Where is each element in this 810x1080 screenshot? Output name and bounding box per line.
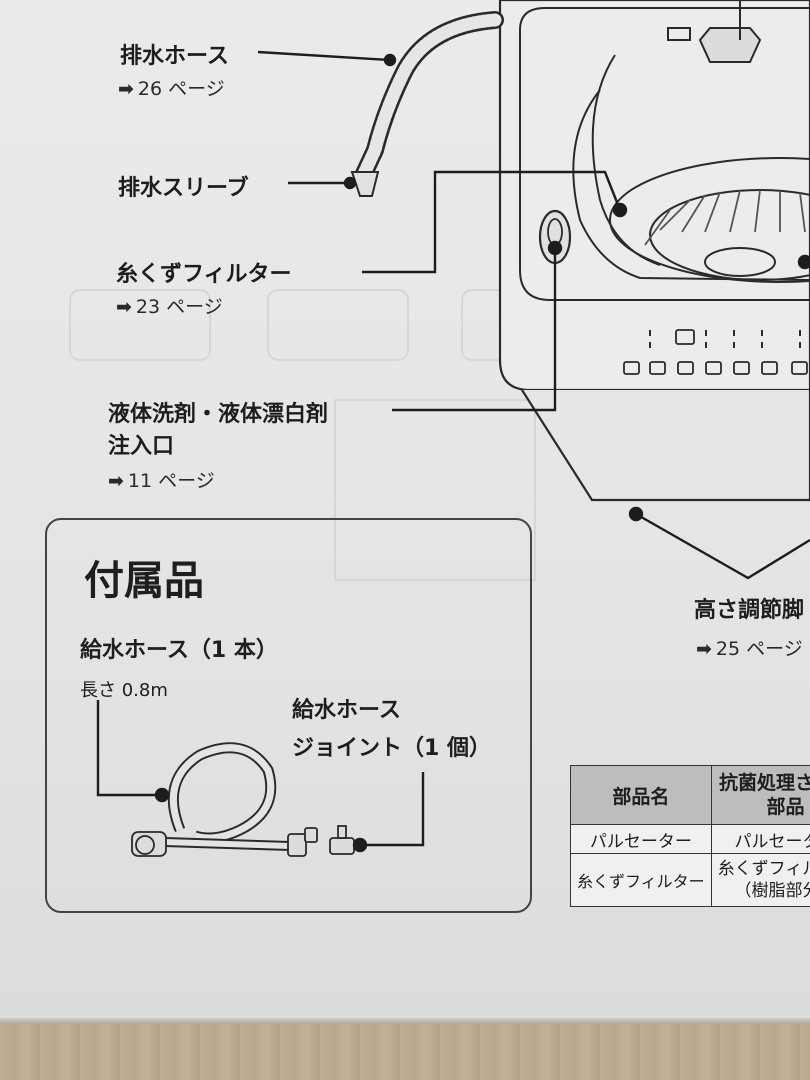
height-adjust-page-ref: ➡25 ページ — [696, 638, 803, 660]
detergent-inlet-label-line2: 注入口 — [108, 434, 175, 459]
lid-hinge — [698, 27, 762, 63]
drain-hose-page-ref: ➡26 ページ — [118, 78, 225, 100]
hose-fittings — [131, 825, 355, 857]
washer-tub — [572, 54, 810, 283]
part-name-cell: パルセーター — [570, 824, 712, 854]
height-adjust-label: 高さ調節脚 — [694, 598, 805, 623]
lint-filter-label: 糸くずフィルター — [116, 262, 292, 287]
arrow-right-icon: ➡ — [108, 470, 124, 492]
arrow-right-icon: ➡ — [116, 296, 132, 318]
wooden-surface — [0, 1024, 810, 1080]
antibacterial-parts-table: 部品名 抗菌処理された部品 パルセーター パルセーター 糸くずフィルター 糸くず… — [570, 765, 810, 907]
panel-ticks — [649, 330, 801, 348]
drain-sleeve-label: 排水スリーブ — [118, 176, 249, 201]
washer-diagram — [69, 0, 810, 857]
detergent-inlet-page-ref: ➡11 ページ — [108, 470, 215, 492]
arrow-right-icon: ➡ — [118, 78, 134, 100]
part-name-cell: 糸くずフィルター — [570, 853, 712, 907]
table-row: パルセーター パルセーター — [570, 824, 810, 854]
drain-hose-label: 排水ホース — [120, 44, 229, 69]
table-header-row: 部品名 抗菌処理された部品 — [570, 765, 810, 825]
table-row: 糸くずフィルター 糸くずフィルター （樹脂部分） — [570, 853, 810, 907]
accessories-box — [45, 518, 532, 913]
water-hose-length: 長さ 0.8m — [80, 680, 168, 701]
accessories-title: 付属品 — [84, 558, 204, 604]
pulsator-ribs — [644, 189, 806, 246]
water-hose-label: 給水ホース（1 本） — [80, 638, 278, 663]
manual-page: 排水ホース ➡26 ページ 排水スリーブ 糸くずフィルター ➡23 ページ 液体… — [0, 0, 810, 1022]
lint-filter-page-ref: ➡23 ページ — [116, 296, 223, 318]
header-part-name: 部品名 — [570, 765, 712, 825]
arrow-right-icon: ➡ — [696, 638, 712, 660]
lid-frame — [519, 7, 810, 301]
treated-part-cell: 糸くずフィルター （樹脂部分） — [710, 853, 810, 907]
paper-edge — [0, 1018, 810, 1026]
washer-body — [498, 0, 810, 502]
hose-joint-label: 給水ホース ジョイント（1 個） — [292, 698, 491, 761]
leader-lines — [257, 50, 810, 580]
drain-hose-shape — [350, 11, 504, 197]
detergent-inlet-label-line1: 液体洗剤・液体漂白剤 — [108, 402, 329, 427]
water-hose-shape — [164, 742, 291, 851]
accessory-leaders — [96, 700, 425, 853]
control-panel — [623, 329, 808, 375]
treated-part-cell: パルセーター — [710, 824, 810, 854]
header-treated-part: 抗菌処理された部品 — [710, 765, 810, 825]
